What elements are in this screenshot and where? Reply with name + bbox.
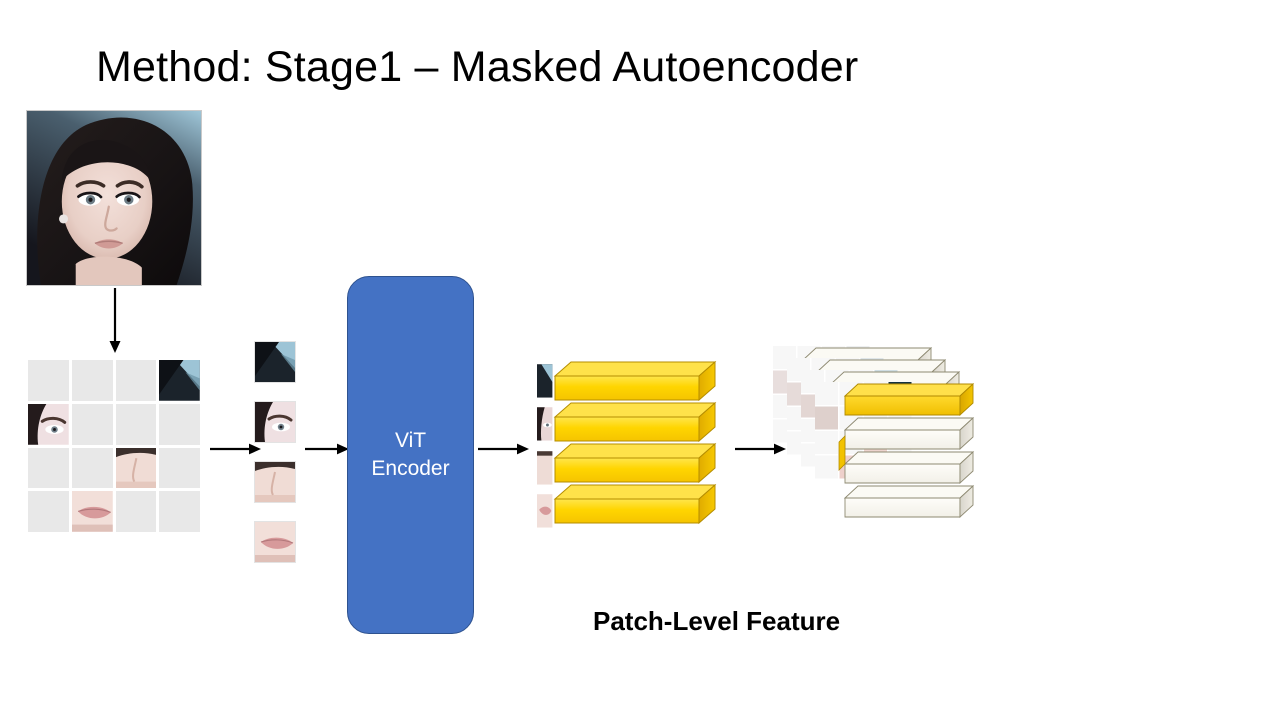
hair-sky-patch-icon bbox=[537, 362, 559, 402]
cube-highlight-bar bbox=[843, 382, 975, 417]
masked-cell-3-0 bbox=[28, 491, 69, 532]
feature-bar-3 bbox=[553, 442, 717, 484]
eye-patch-icon bbox=[537, 405, 559, 446]
masked-cell-0-1 bbox=[71, 360, 113, 401]
vit-encoder-label: ViT Encoder bbox=[371, 429, 450, 480]
feature-thumb-hair-sky-patch bbox=[537, 362, 559, 402]
masked-cell-0-0 bbox=[28, 360, 69, 401]
extracted-patch-hair-sky-patch bbox=[254, 341, 296, 383]
masked-cell-1-3 bbox=[159, 403, 200, 445]
feature-bar-1 bbox=[553, 360, 717, 402]
extracted-patch-eye-patch bbox=[254, 401, 296, 443]
arrow-patches-to-encoder bbox=[305, 441, 350, 457]
feature-thumb-eye-patch bbox=[537, 405, 559, 446]
masked-cell-0-2 bbox=[115, 360, 157, 401]
masked-cell-3-3 bbox=[159, 491, 200, 532]
masked-cell-2-0 bbox=[28, 447, 69, 489]
cube-bar-2 bbox=[843, 416, 975, 451]
cheek-nose-patch-icon bbox=[255, 462, 295, 502]
arrow-encoder-to-features bbox=[478, 441, 530, 457]
feature-bars bbox=[553, 360, 733, 532]
patch-level-feature-stack bbox=[537, 360, 733, 532]
arrow-photo-to-grid bbox=[107, 288, 123, 354]
feature-thumb-cheek-nose-patch bbox=[537, 448, 559, 489]
page-title: Method: Stage1 – Masked Autoencoder bbox=[96, 43, 859, 91]
cube-bar-4 bbox=[843, 484, 975, 519]
eye-patch-icon bbox=[28, 403, 69, 445]
feature-bar-4 bbox=[553, 483, 717, 525]
face-illustration bbox=[27, 111, 201, 285]
arrow-grid-to-patches bbox=[210, 441, 262, 457]
layered-feature-cube bbox=[773, 322, 1023, 570]
masked-cell-2-3 bbox=[159, 447, 200, 489]
masked-cell-1-1 bbox=[71, 403, 113, 445]
lips-patch-icon bbox=[255, 522, 295, 562]
hair-sky-patch-icon bbox=[255, 342, 295, 382]
source-face-image bbox=[26, 110, 202, 286]
visible-cell-eye-patch bbox=[28, 403, 69, 445]
masked-cell-1-2 bbox=[115, 403, 157, 445]
cube-yellow-sliver bbox=[838, 435, 846, 471]
patch-level-feature-caption: Patch-Level Feature bbox=[593, 606, 841, 636]
visible-cell-lips-patch bbox=[71, 491, 113, 532]
vit-encoder-block[interactable]: ViT Encoder bbox=[347, 276, 474, 634]
lips-patch-icon bbox=[71, 491, 113, 532]
masked-patch-grid bbox=[28, 360, 200, 532]
eye-patch-icon bbox=[255, 402, 295, 442]
feature-thumb-lips-patch bbox=[537, 491, 559, 532]
extracted-patch-cheek-nose-patch bbox=[254, 461, 296, 503]
feature-bar-2 bbox=[553, 401, 717, 443]
cheek-nose-patch-icon bbox=[537, 448, 559, 489]
visible-cell-hair-sky-patch bbox=[159, 360, 200, 401]
lips-patch-icon bbox=[537, 491, 559, 532]
extracted-patch-lips-patch bbox=[254, 521, 296, 563]
extracted-patch-column bbox=[254, 341, 296, 563]
feature-thumbnail-column bbox=[537, 362, 559, 532]
arrow-features-to-cube bbox=[735, 441, 787, 457]
cheek-nose-patch-icon bbox=[115, 447, 157, 489]
cube-bar-3 bbox=[843, 450, 975, 485]
masked-cell-3-2 bbox=[115, 491, 157, 532]
masked-cell-2-1 bbox=[71, 447, 113, 489]
visible-cell-cheek-nose-patch bbox=[115, 447, 157, 489]
cube-layer-4-bars bbox=[843, 382, 975, 519]
hair-sky-patch-icon bbox=[159, 360, 200, 401]
cube-layer-4 bbox=[815, 382, 975, 519]
